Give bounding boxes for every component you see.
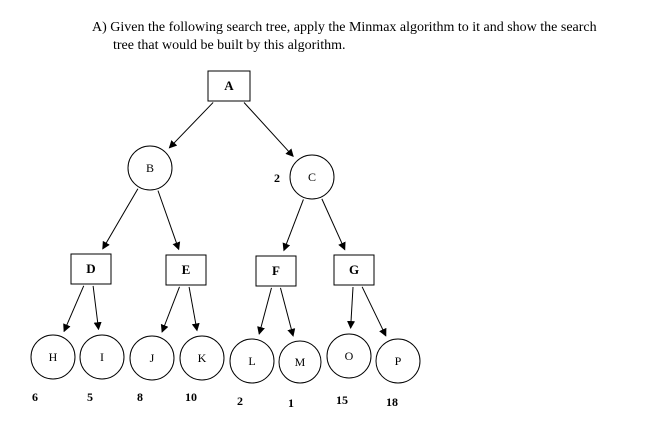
node-f-label: F bbox=[272, 263, 280, 278]
node-m: M bbox=[278, 340, 322, 384]
node-f: F bbox=[255, 255, 297, 287]
node-h: H bbox=[30, 334, 76, 380]
node-e-label: E bbox=[182, 262, 191, 277]
node-l-label: L bbox=[248, 354, 255, 368]
node-k: K bbox=[179, 335, 225, 381]
node-i-label: I bbox=[100, 350, 104, 364]
leaf-value-h: 6 bbox=[32, 390, 38, 404]
node-l-shape bbox=[229, 338, 275, 384]
node-annotation-c: 2 bbox=[274, 171, 280, 185]
node-c: C bbox=[289, 154, 335, 200]
node-p-label: P bbox=[395, 354, 402, 368]
node-a-shape bbox=[207, 70, 251, 102]
node-o-label: O bbox=[345, 349, 354, 363]
leaf-value-i: 5 bbox=[87, 390, 93, 404]
node-m-shape bbox=[278, 340, 322, 384]
node-e-shape bbox=[165, 254, 207, 286]
node-p: P bbox=[375, 338, 421, 384]
edge-c-g bbox=[321, 198, 346, 251]
node-o: O bbox=[326, 333, 372, 379]
edge-g-o bbox=[347, 286, 356, 330]
question-line-1: A) Given the following search tree, appl… bbox=[92, 20, 597, 35]
node-h-label: H bbox=[49, 350, 58, 364]
edge-a-b bbox=[168, 102, 214, 149]
node-d-label: D bbox=[86, 261, 95, 276]
edge-d-i bbox=[92, 285, 102, 331]
edge-g-p bbox=[361, 286, 387, 337]
node-a: A bbox=[207, 70, 251, 102]
leaf-value-k: 10 bbox=[185, 390, 197, 404]
node-e: E bbox=[165, 254, 207, 286]
node-j-label: J bbox=[150, 351, 155, 365]
node-i: I bbox=[79, 334, 125, 380]
edge-f-m bbox=[279, 287, 296, 337]
node-k-shape bbox=[179, 335, 225, 381]
node-l: L bbox=[229, 338, 275, 384]
node-i-shape bbox=[79, 334, 125, 380]
leaf-value-p: 18 bbox=[386, 395, 398, 409]
node-a-label: A bbox=[224, 78, 234, 93]
node-b: B bbox=[127, 145, 173, 191]
node-g: G bbox=[333, 254, 375, 286]
leaf-value-o: 15 bbox=[336, 393, 348, 407]
node-o-shape bbox=[326, 333, 372, 379]
leaf-value-l: 2 bbox=[237, 394, 243, 408]
leaf-value-m: 1 bbox=[288, 396, 294, 410]
edge-c-f bbox=[282, 199, 304, 252]
node-c-label: C bbox=[308, 170, 316, 184]
edge-d-h bbox=[63, 285, 85, 333]
edge-b-d bbox=[102, 188, 139, 250]
node-c-shape bbox=[289, 154, 335, 200]
leaf-value-j: 8 bbox=[137, 390, 143, 404]
node-f-shape bbox=[255, 255, 297, 287]
edge-e-j bbox=[160, 286, 180, 333]
edge-f-l bbox=[257, 287, 272, 335]
node-g-shape bbox=[333, 254, 375, 286]
question-line-2: tree that would be built by this algorit… bbox=[113, 38, 346, 53]
node-d: D bbox=[70, 253, 112, 285]
edge-b-e bbox=[157, 190, 181, 251]
node-k-label: K bbox=[198, 351, 207, 365]
node-d-shape bbox=[70, 253, 112, 285]
node-j-shape bbox=[129, 335, 175, 381]
node-m-label: M bbox=[295, 355, 306, 369]
edge-a-c bbox=[243, 102, 294, 158]
node-b-label: B bbox=[146, 161, 154, 175]
node-j: J bbox=[129, 335, 175, 381]
node-p-shape bbox=[375, 338, 421, 384]
node-g-label: G bbox=[349, 262, 359, 277]
edge-e-k bbox=[188, 286, 200, 332]
node-h-shape bbox=[30, 334, 76, 380]
node-b-shape bbox=[127, 145, 173, 191]
